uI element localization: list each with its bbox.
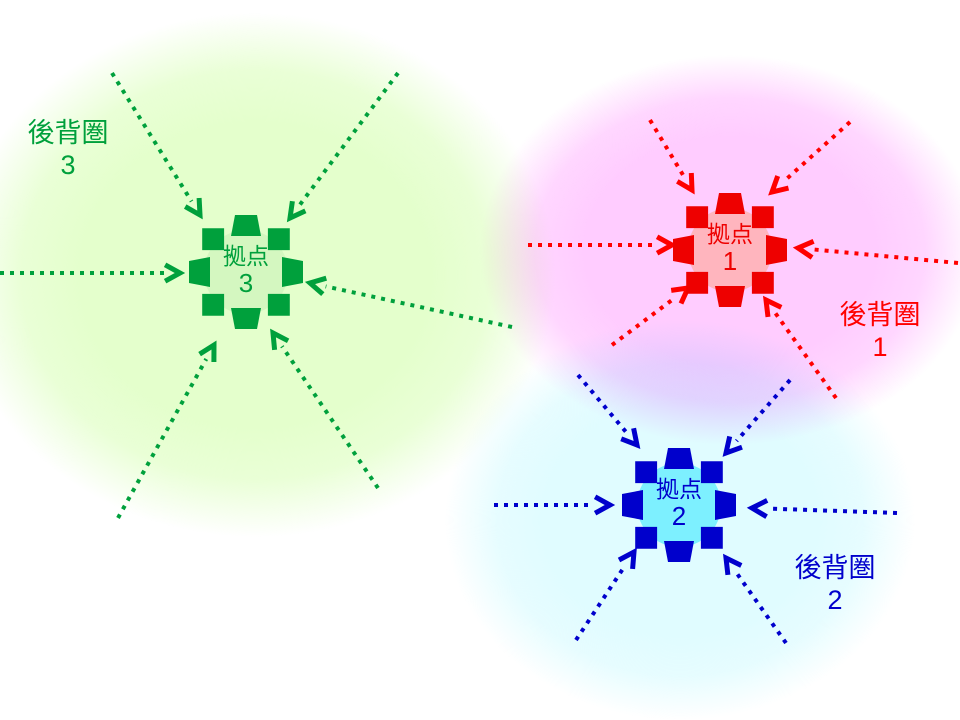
hub-3 [189,215,303,329]
arrow-e-to-hub2-shaft [767,506,898,515]
arrow-nw-to-hub2-head [620,427,641,450]
arrow-se-to-hub2-head [723,553,743,576]
hub-1-tooth-8 [686,206,709,229]
arrow-se-to-hub1-shaft [773,311,838,400]
arrow-e-to-hub1-head [792,239,815,260]
arrow-e-to-hub2-head [746,498,769,519]
hub-3-tooth-4 [267,293,290,316]
arrow-ne-to-hub2-head [722,435,743,457]
hub-3-tooth-1 [231,215,261,236]
hub-2-tooth-6 [635,526,658,549]
hub-layer [189,193,787,562]
hub-2-tooth-5 [664,541,694,562]
hub-2-tooth-2 [700,461,723,484]
arrow-group-zone-3 [0,71,513,519]
hub-1-tooth-4 [751,271,774,294]
arrow-ne-to-hub1-head [768,175,790,196]
arrow-w-to-hub3-head [163,262,186,284]
hub-2-tooth-4 [700,526,723,549]
arrow-layer [0,71,959,645]
hub-1-tooth-5 [715,286,745,307]
arrow-e-to-hub1-shaft [813,247,959,265]
arrow-sw-to-hub3-head [198,340,217,363]
hub-1-tooth-1 [715,193,745,214]
hub-3-tooth-8 [202,228,225,251]
arrow-sw-to-hub2-head [617,547,637,570]
zone-ellipse-layer [0,13,960,720]
arrow-se-to-hub2-shaft [733,569,788,645]
hub-3-tooth-3 [282,257,303,287]
arrow-e-to-hub3-shaft [325,284,513,329]
hub-1-core [688,208,772,292]
hub-2 [622,448,736,562]
hub-1 [673,193,787,307]
arrow-ne-to-hub3-head [286,200,307,223]
hub-3-core [204,230,288,314]
arrow-nw-to-hub3-head [183,197,203,220]
hub-2-tooth-1 [664,448,694,469]
hub-1-tooth-6 [686,271,709,294]
hub-2-tooth-8 [635,461,658,484]
arrow-nw-to-hub1-shaft [648,118,686,178]
hub-2-tooth-3 [715,490,736,520]
hub-1-tooth-7 [673,235,694,265]
arrow-w-to-hub2-head [593,494,616,516]
arrow-nw-to-hub2-shaft [576,373,629,435]
arrow-se-to-hub3-head [270,328,290,351]
hub-2-tooth-7 [622,490,643,520]
arrow-se-to-hub1-head [762,295,783,318]
hub-3-tooth-5 [231,308,261,329]
hub-3-tooth-7 [189,257,210,287]
arrow-se-to-hub3-shaft [280,345,380,490]
arrow-sw-to-hub3-shaft [116,358,208,519]
hub-3-tooth-2 [267,228,290,251]
arrow-nw-to-hub1-head [676,172,695,195]
hub-3-tooth-6 [202,293,225,316]
arrow-e-to-hub3-head [304,275,328,296]
arrow-group-zone-2 [494,373,898,645]
hub-2-core [637,463,721,547]
arrow-w-to-hub1-head [655,234,678,256]
arrow-ne-to-hub3-shaft [297,71,400,207]
hub-1-tooth-3 [766,235,787,265]
arrow-ne-to-hub2-shaft [735,378,792,443]
hub-1-tooth-2 [751,206,774,229]
arrow-sw-to-hub1-shaft [610,296,677,347]
